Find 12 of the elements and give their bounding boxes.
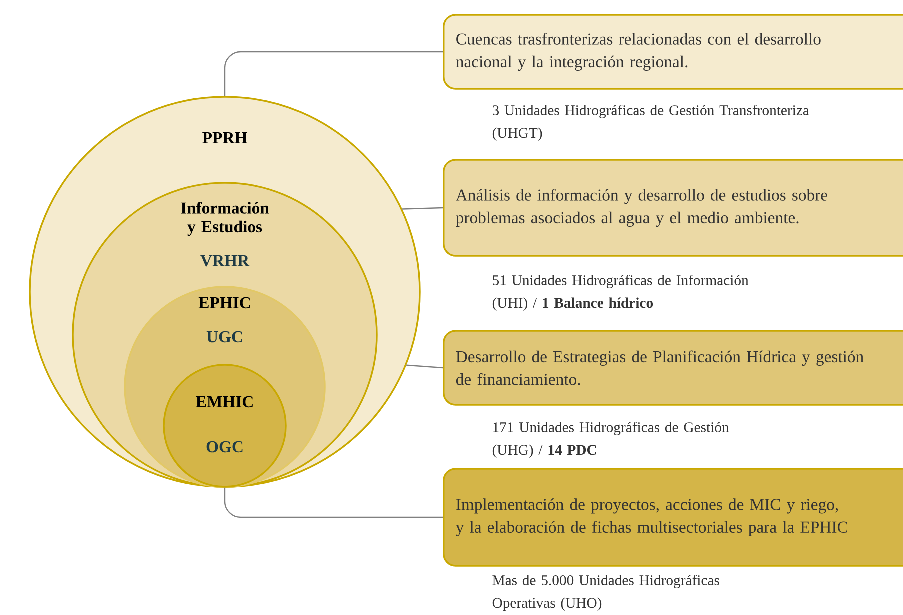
text-box: Desarrollo de Estrategias de Planificación Hídrica y gestión de financiamiento. [443, 330, 903, 406]
node-label: Mas de 5.000 Unidades Hidrográficas Operativas (UHO) [492, 574, 720, 612]
text-box: Cuencas trasfronterizas relacionadas con el desarrollo nacional y la integración regional. [443, 14, 903, 90]
text-box: Implementación de proyectos, acciones de MIC y riego, y la elaboración de fichas multisectoriales para la EPHIC [443, 468, 903, 567]
connector-line [224, 488, 443, 518]
connector-line [402, 207, 444, 210]
node-label: 51 Unidades Hidrográficas de Información (UHI) / 1 Balance hídrico [492, 274, 749, 312]
node-label: 171 Unidades Hidrográficas de Gestión (UHG) / 14 PDC [492, 422, 730, 458]
connector-line [406, 364, 444, 369]
text-box: Análisis de información y desarrollo de estudios sobre problemas asociados al agua y el medio ambiente. [443, 159, 903, 257]
connector-line [224, 51, 443, 96]
node-label: 3 Unidades Hidrográficas de Gestión Transfronteriza (UHGT) [492, 104, 810, 142]
